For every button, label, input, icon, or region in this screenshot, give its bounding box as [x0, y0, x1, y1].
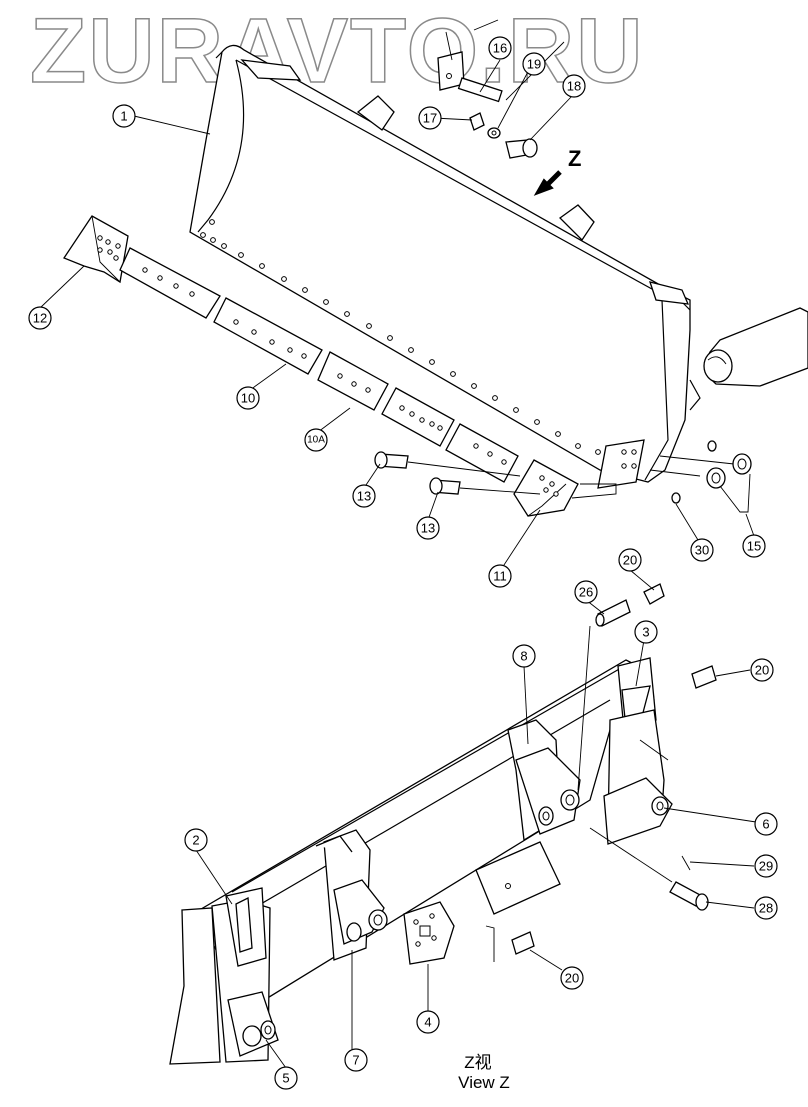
fitting-20-top [643, 583, 665, 605]
callout-26: 26 [574, 580, 598, 604]
callout-2: 2 [184, 828, 208, 852]
callout-16: 16 [488, 36, 512, 60]
callout-10: 10 [236, 386, 260, 410]
bracket-6 [603, 777, 673, 845]
svg-text:17: 17 [423, 111, 437, 126]
svg-text:11: 11 [493, 569, 507, 584]
callout-12: 12 [28, 306, 52, 330]
cutting-edge-10-left [119, 247, 221, 319]
frame-left-end [169, 907, 221, 1065]
cutting-edges [63, 215, 645, 517]
pin-16 [457, 77, 503, 103]
cutting-edge-segment-right [445, 423, 519, 483]
svg-text:28: 28 [759, 901, 773, 916]
pin-29 [681, 855, 691, 871]
fitting-20-bottom [511, 931, 535, 955]
svg-text:20: 20 [755, 663, 769, 678]
callout-7: 7 [344, 1048, 368, 1072]
cutting-edge-segment [381, 387, 455, 447]
blade-top-edge [235, 59, 673, 301]
svg-text:20: 20 [623, 553, 637, 568]
callout-15: 15 [742, 534, 766, 558]
callout-20-top: 20 [618, 548, 642, 572]
washer-17 [469, 112, 485, 131]
view-caption: Z视 View Z [458, 1053, 510, 1092]
washer-30 [671, 492, 681, 504]
bracket-5 [227, 991, 279, 1057]
svg-text:4: 4 [424, 1015, 431, 1030]
blade-left-curve [197, 59, 245, 233]
svg-text:18: 18 [567, 79, 581, 94]
blade-right-edge [644, 299, 669, 481]
svg-text:15: 15 [747, 539, 761, 554]
svg-text:2: 2 [192, 833, 199, 848]
callout-1: 1 [112, 104, 136, 128]
svg-text:6: 6 [762, 817, 769, 832]
callout-6: 6 [754, 812, 778, 836]
svg-text:7: 7 [352, 1053, 359, 1068]
top-hardware [437, 19, 565, 159]
callout-13-upper: 13 [352, 484, 376, 508]
callout-5: 5 [274, 1066, 298, 1090]
blade-holes [200, 219, 601, 455]
caption-line-1: Z视 [464, 1053, 491, 1072]
callout-13-lower: 13 [416, 516, 440, 540]
svg-text:10A: 10A [307, 435, 325, 446]
callout-19: 19 [522, 52, 546, 76]
view-z-frame [169, 583, 717, 1065]
cutting-edge-10 [213, 297, 323, 375]
watermark: ZURAVTO.RU [30, 0, 645, 102]
blade-corner-block [240, 59, 302, 81]
callout-11: 11 [488, 564, 512, 588]
svg-text:29: 29 [759, 859, 773, 874]
fasteners [374, 440, 752, 513]
svg-text:19: 19 [527, 57, 541, 72]
callout-28: 28 [754, 896, 778, 920]
svg-text:3: 3 [642, 625, 649, 640]
svg-text:16: 16 [493, 41, 507, 56]
callout-8: 8 [512, 644, 536, 668]
svg-text:1: 1 [120, 109, 127, 124]
callout-30: 30 [690, 538, 714, 562]
svg-text:8: 8 [520, 649, 527, 664]
view-z-arrow-label: Z [568, 146, 581, 171]
callout-20-bottom: 20 [560, 966, 584, 990]
svg-text:26: 26 [579, 585, 593, 600]
cutting-edge-10a [317, 351, 389, 411]
svg-text:10: 10 [241, 391, 255, 406]
callout-4: 4 [416, 1010, 440, 1034]
svg-text:20: 20 [565, 971, 579, 986]
fitting-20-right [691, 665, 717, 689]
callout-20-right: 20 [750, 658, 774, 682]
blade-assembly [189, 44, 808, 483]
svg-text:5: 5 [282, 1071, 289, 1086]
wedge-block [475, 841, 561, 915]
caption-line-2: View Z [458, 1073, 510, 1092]
svg-text:30: 30 [695, 543, 709, 558]
svg-text:13: 13 [421, 521, 435, 536]
callout-29: 29 [754, 854, 778, 878]
svg-text:12: 12 [33, 311, 47, 326]
callouts: 1 2 3 4 5 6 7 8 10 10A 11 12 13 13 15 16… [28, 36, 778, 1090]
end-bit-12 [63, 215, 129, 284]
callout-17: 17 [418, 106, 442, 130]
bolt-28 [669, 881, 703, 907]
svg-text:13: 13 [357, 489, 371, 504]
blade-rib-right [559, 204, 595, 242]
callout-10a: 10A [304, 428, 328, 452]
callout-3: 3 [634, 620, 658, 644]
callout-18: 18 [562, 74, 586, 98]
view-z-arrow: Z [533, 146, 581, 196]
blade-rib-left [356, 95, 395, 131]
